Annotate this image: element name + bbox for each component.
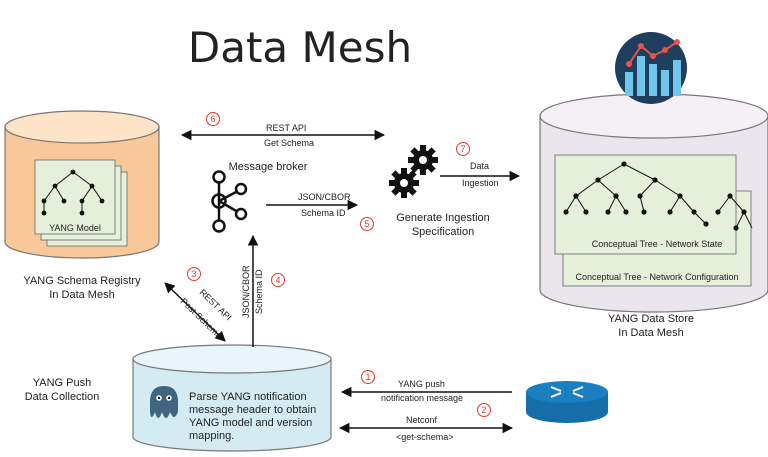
step-5-line1: JSON/CBOR xyxy=(298,192,351,202)
octopus-icon xyxy=(150,386,178,418)
registry-caption-line1: YANG Schema Registry xyxy=(23,275,141,287)
step-1-line1: YANG push xyxy=(398,379,445,389)
step-6-line2: Get Schema xyxy=(264,138,314,148)
arrow-step-4: JSON/CBOR Schema ID 4 xyxy=(241,234,285,347)
collection-cylinder xyxy=(132,344,332,452)
arrow-step-5: JSON/CBOR Schema ID 5 xyxy=(266,192,374,231)
arrow-step-6: REST API Get Schema 6 xyxy=(180,112,386,148)
arrow-step-1: YANG push notification message 1 xyxy=(340,370,512,403)
step-1-number: 1 xyxy=(365,372,370,382)
step-5-line2: Schema ID xyxy=(301,208,346,218)
step-3-number: 3 xyxy=(191,269,196,279)
step-5-number: 5 xyxy=(364,219,369,229)
step-2-number: 2 xyxy=(481,405,486,415)
collection-side-line1: YANG Push xyxy=(33,377,92,389)
router-icon xyxy=(526,381,608,423)
bar-chart-icon xyxy=(615,32,687,104)
step-6-number: 6 xyxy=(210,114,215,124)
step-7-number: 7 xyxy=(460,144,465,154)
step-4-line1: JSON/CBOR xyxy=(241,265,251,318)
broker-label: Message broker xyxy=(229,161,308,173)
step-6-line1: REST API xyxy=(266,123,306,133)
network-state-card xyxy=(554,154,737,255)
step-2-line2: <get-schema> xyxy=(396,432,454,442)
gears-icon xyxy=(389,145,438,198)
schema-registry-cylinder: YANG Model xyxy=(4,110,160,259)
tree-config-label: Conceptual Tree - Network Configuration xyxy=(575,272,738,282)
tree-state-label: Conceptual Tree - Network State xyxy=(592,239,723,249)
step-7-line1: Data xyxy=(470,161,489,171)
datastore-caption-line1: YANG Data Store xyxy=(608,313,694,325)
arrow-step-3: REST API Post Schema 3 xyxy=(164,267,234,342)
datastore-caption-line2: In Data Mesh xyxy=(618,327,683,339)
collection-text-line1: Parse YANG notification xyxy=(189,391,307,403)
step-1-line2: notification message xyxy=(381,393,463,403)
collection-text-line2: message header to obtain xyxy=(189,404,316,416)
data-store-cylinder: Conceptual Tree - Network State Conceptu… xyxy=(539,93,768,313)
arrow-step-2: Netconf <get-schema> 2 xyxy=(338,403,514,442)
page-title: Data Mesh xyxy=(188,23,412,72)
ingestion-label-line1: Generate Ingestion xyxy=(396,212,490,224)
step-2-line1: Netconf xyxy=(406,415,438,425)
arrow-step-7: Data Ingestion 7 xyxy=(440,142,521,188)
step-4-line2: Schema ID xyxy=(254,269,264,314)
step-4-number: 4 xyxy=(275,275,280,285)
registry-caption-line2: In Data Mesh xyxy=(49,289,114,301)
collection-text-line3: YANG model and version xyxy=(189,417,312,429)
collection-text-line4: mapping. xyxy=(189,430,234,442)
collection-side-line2: Data Collection xyxy=(25,391,100,403)
step-7-line2: Ingestion xyxy=(462,178,499,188)
yang-model-label: YANG Model xyxy=(49,223,101,233)
kafka-icon xyxy=(211,170,248,233)
ingestion-label-line2: Specification xyxy=(412,226,474,238)
